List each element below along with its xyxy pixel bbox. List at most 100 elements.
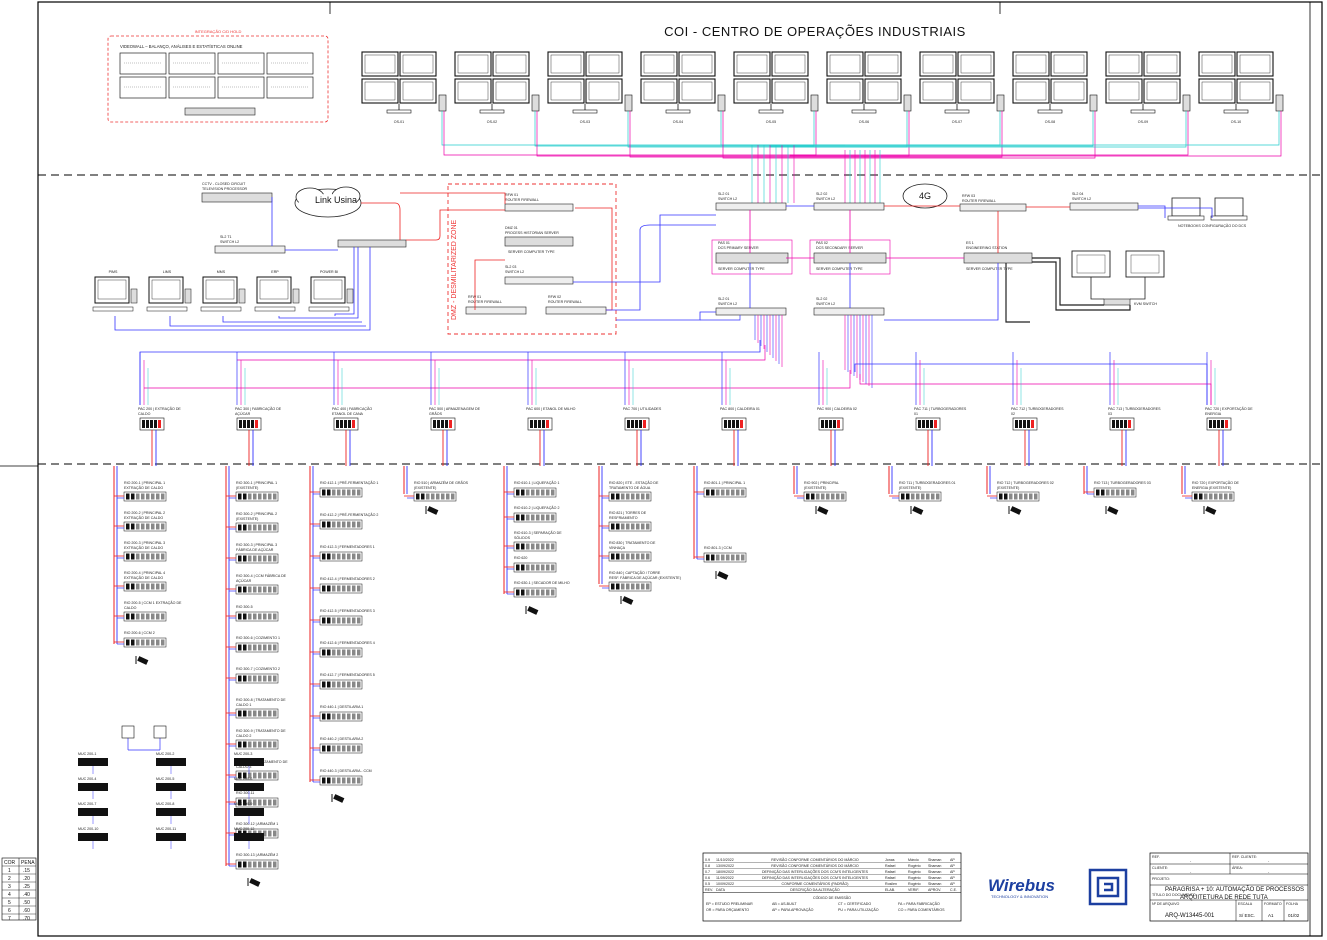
revision-cell: Rafael — [885, 864, 896, 868]
rio-panel: RIO 712 | TURBOGERADORES 02(EXISTENTE) — [987, 481, 1054, 502]
mcc-unit: MUC 200-1 — [78, 752, 108, 774]
svg-text:RFW 02: RFW 02 — [548, 295, 561, 299]
operator-station: OS-04 — [640, 51, 726, 124]
svg-text:EXTRAÇÃO DE CALDO: EXTRAÇÃO DE CALDO — [124, 575, 163, 580]
office-pc-label: ERP — [271, 270, 279, 274]
pen-header-cor: COR — [4, 860, 16, 866]
svg-text:EXTRAÇÃO DE CALDO: EXTRAÇÃO DE CALDO — [124, 545, 163, 550]
rio-label: RIO 440-3 | DESTILARIA - CCM — [320, 769, 372, 773]
mcc-unit: MUC 200-10 — [78, 827, 108, 849]
rio-label: RIO 300-8 | TRATAMENTO DE — [236, 698, 286, 702]
revision-cell: Shaman — [928, 864, 941, 868]
rio-label: RIO 440-2 | DESTILARIA 2 — [320, 737, 363, 741]
dcs-secondary-server — [813, 252, 887, 264]
svg-text:NOTEBOOKS CONFIGURAÇÃO DO DCS: NOTEBOOKS CONFIGURAÇÃO DO DCS — [1178, 223, 1247, 228]
svg-text:VINHAÇA: VINHAÇA — [609, 546, 626, 550]
revision-cell: Shaman — [928, 882, 941, 886]
svg-text:SL2 T1: SL2 T1 — [220, 235, 232, 239]
mcc-unit: MUC 200-3 — [234, 752, 264, 774]
mcc-unit: MUC 200-11 — [156, 827, 186, 849]
pen-width: .60 — [23, 908, 30, 914]
rio-panel: RIO 440-1 | DESTILARIA 1 — [310, 705, 363, 722]
emission-code: CT = CERTIFICADO — [838, 902, 871, 906]
pac-label: ETANOL DE CANA — [332, 412, 364, 416]
revision-header: DESCRIÇÃO DA ALTERAÇÃO — [790, 887, 840, 892]
network-cabling — [114, 192, 1213, 331]
rio-panel: RIO 713 | TURBOGERADORES 03 — [1084, 481, 1151, 498]
svg-text:SERVER COMPUTER TYPE: SERVER COMPUTER TYPE — [508, 250, 555, 254]
rio-label: RIO 300-5 — [236, 605, 253, 609]
pac-label: PAC 500 | ARMAZENAGEM DE — [429, 407, 481, 411]
emission-code: OR = PARA ORÇAMENTO — [706, 908, 749, 912]
rio-label: RIO 300-13 | ARMAZÉM 2 — [236, 852, 278, 857]
svg-text:ENERGIA (EXISTENTE): ENERGIA (EXISTENTE) — [1192, 486, 1231, 490]
revision-cell: Jonas — [885, 858, 895, 862]
videowall-screen — [168, 76, 216, 99]
svg-text:RESF. FÁBRICA DE AÇÚCAR (EXIST: RESF. FÁBRICA DE AÇÚCAR (EXISTENTE) — [609, 575, 681, 580]
rio-label: RIO 200-2 | PRINCIPAL 2 — [124, 511, 165, 515]
pac-label: PAC 200 | EXTRAÇÃO DE — [138, 406, 181, 411]
rio-panel: RIO 300-11 — [226, 791, 279, 808]
operator-station: OS-07 — [919, 51, 1005, 124]
camera-icon — [525, 606, 539, 615]
rio-column: RIO 713 | TURBOGERADORES 03 — [1083, 466, 1151, 515]
rio-label: RIO 801-3 | CCM — [704, 546, 732, 550]
rio-label: RIO 300-9 | TRATAMENTO DE — [236, 729, 286, 733]
rio-label: RIO 300-6 | COZIMENTO 1 — [236, 636, 280, 640]
rio-panel: RIO 801-3 | CCM — [694, 546, 747, 563]
videowall-screen — [266, 52, 314, 75]
mcc-unit: MUC 200-4 — [78, 777, 108, 799]
rio-column: RIO 712 | TURBOGERADORES 02(EXISTENTE) — [986, 466, 1054, 515]
operator-station-label: OS-07 — [952, 120, 962, 124]
cctv-label-1: CCTV - CLOSED CIRCUIT — [202, 182, 246, 186]
svg-text:AÇÚCAR: AÇÚCAR — [236, 578, 252, 583]
mcc-label: MUC 200-9 — [234, 802, 252, 806]
revision-cell: 0.9 — [705, 858, 710, 862]
revision-cell: 18/09/2022 — [716, 870, 734, 874]
revision-cell: Rafael — [885, 870, 896, 874]
svg-text:ROUTER FIREWALL: ROUTER FIREWALL — [468, 300, 502, 304]
mcc-gateway-2 — [153, 725, 167, 739]
pen-table: COR PENA 1.152.203.254.405.506.607.70 — [1, 857, 37, 922]
mcc-unit: MUC 200-12 — [234, 827, 264, 849]
rio-panel: RIO 300-5 — [226, 605, 279, 622]
rio-column: RIO 300-1 | PRINCIPAL 1(EXISTENTE) RIO 30… — [225, 466, 288, 887]
dcs-primary-server — [715, 252, 789, 264]
revision-cell: Shaman — [928, 876, 941, 880]
svg-text:CALDO 3: CALDO 3 — [236, 765, 251, 769]
revision-header: ELAB. — [885, 888, 895, 892]
rio-label: RIO 412-6 | FERMENTADORES 4 — [320, 641, 375, 645]
pac-controller: PAC 900 | CALDEIRA 02 — [817, 407, 857, 466]
rio-panel: RIO 300-1 | PRINCIPAL 1(EXISTENTE) — [226, 481, 279, 502]
rio-label: RIO 200-4 | PRINCIPAL 4 — [124, 571, 165, 575]
revision-header: REV. — [705, 888, 713, 892]
videowall-screen — [168, 52, 216, 75]
mcc-label: MUC 200-4 — [78, 777, 96, 781]
svg-text:RFW 01: RFW 01 — [505, 193, 518, 197]
videowall-screen — [217, 52, 265, 75]
mcc-label: MUC 200-7 — [78, 802, 96, 806]
svg-text:TÍTULO DO DOCUMENTO:: TÍTULO DO DOCUMENTO: — [1152, 893, 1197, 897]
svg-text:FORMATO: FORMATO — [1264, 902, 1282, 906]
revision-cell: 0.5 — [705, 882, 710, 886]
pac-label: AÇÚCAR — [235, 411, 251, 416]
rio-panel: RIO 440-2 | DESTILARIA 2 — [310, 737, 363, 754]
operator-station-label: OS-06 — [859, 120, 869, 124]
revision-cell: Rafael — [885, 876, 896, 880]
svg-text:SWITCH L2: SWITCH L2 — [816, 197, 835, 201]
svg-text:(EXISTENTE): (EXISTENTE) — [804, 486, 826, 490]
pac-label: PAC 900 | CALDEIRA 02 — [817, 407, 857, 411]
svg-text:01/02: 01/02 — [1288, 913, 1300, 918]
